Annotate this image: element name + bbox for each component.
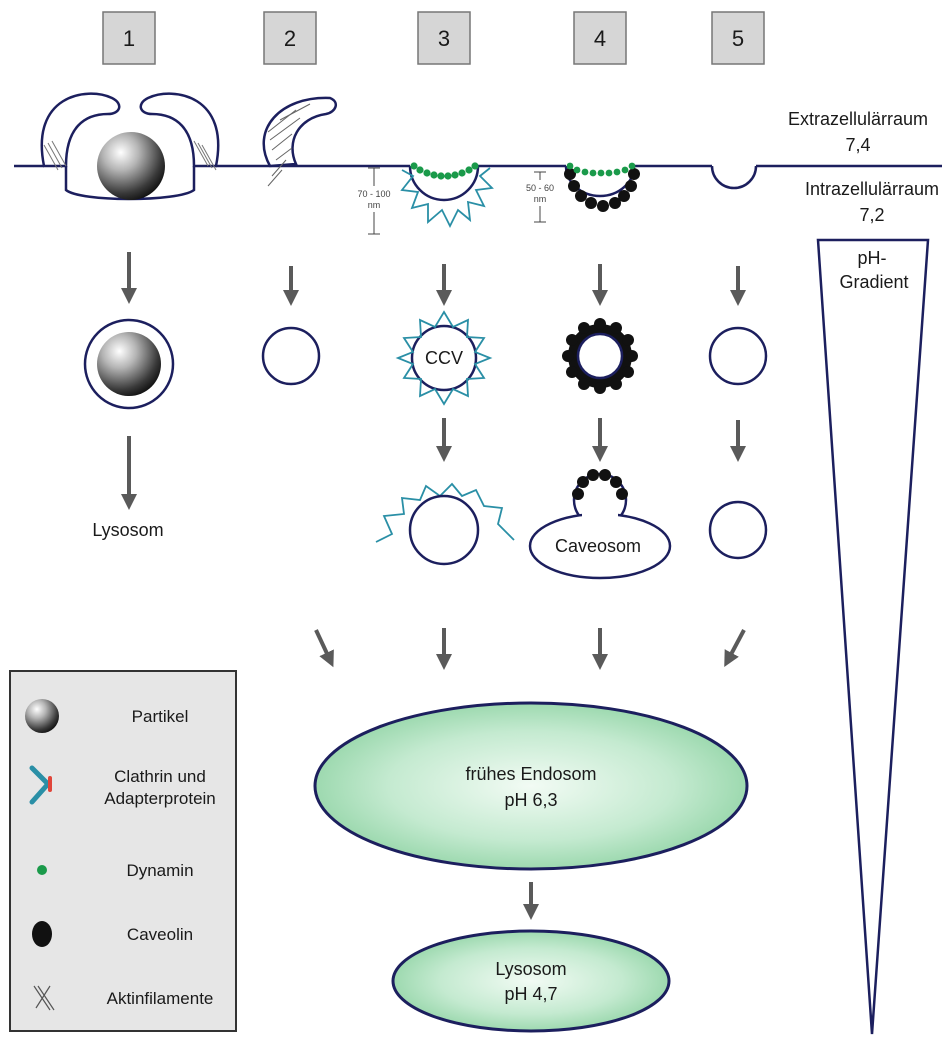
caveola	[564, 162, 640, 212]
legend-dynamin-label: Dynamin	[126, 861, 193, 880]
early-endosome-label: frühes Endosom	[465, 764, 596, 784]
legend-actin-label: Aktinfilamente	[107, 989, 214, 1008]
caveosome	[528, 469, 672, 580]
macropinosome	[261, 326, 321, 386]
legend-item-clathrin: Clathrin und Adapterprotein	[29, 765, 216, 808]
clathrin-pit-size-unit: nm	[368, 200, 381, 210]
actin-filament-icon	[33, 985, 55, 1011]
caveolar-vesicle	[562, 318, 638, 394]
pathway-number-3: 3	[438, 26, 450, 51]
dynamin-icon	[37, 865, 47, 875]
pathway-number-box-1: 1	[102, 11, 156, 65]
ccv-label: CCV	[425, 348, 463, 368]
pathway-number-box-3: 3	[417, 11, 471, 65]
pathway-number-2: 2	[284, 26, 296, 51]
arrow-converge-2	[314, 629, 334, 668]
legend-item-particle: Partikel	[25, 699, 188, 733]
particle-icon	[25, 699, 59, 733]
pathway-number-box-5: 5	[711, 11, 765, 65]
actin-filaments-left	[43, 140, 217, 171]
legend-clathrin-label-line1: Clathrin und	[114, 767, 206, 786]
legend-clathrin-label-line2: Adapterprotein	[104, 789, 216, 808]
lysosome	[391, 929, 671, 1033]
lysosome-label: Lysosom	[495, 959, 566, 979]
extracellular-ph: 7,4	[845, 135, 870, 155]
caveosome-label: Caveosom	[555, 536, 641, 556]
caveolae-size-value: 50 - 60	[526, 183, 554, 193]
lysosome-ph: pH 4,7	[504, 984, 557, 1004]
pathway-number-box-4: 4	[573, 11, 627, 65]
early-endosome	[313, 701, 749, 871]
arrow-converge-5	[724, 629, 746, 668]
gradient-label-line2: Gradient	[839, 272, 908, 292]
clathrin-adapter-icon	[29, 765, 52, 805]
caveolin-icon	[32, 921, 52, 947]
uncoating-vesicle	[375, 482, 515, 566]
legend-item-dynamin: Dynamin	[37, 861, 194, 880]
pathway-number-5: 5	[732, 26, 744, 51]
independent-invagination	[710, 165, 758, 190]
legend-caveolin-label: Caveolin	[127, 925, 193, 944]
macropinocytosis-ruffle	[262, 96, 338, 187]
pathway-number-4: 4	[594, 26, 606, 51]
clathrin-coated-pit	[400, 162, 494, 229]
independent-vesicle-a	[708, 326, 768, 386]
ph-gradient-wedge	[816, 238, 930, 1035]
particle-engulfed	[97, 132, 165, 200]
independent-vesicle-b	[708, 500, 768, 560]
legend: Partikel Clathrin und Adapterprotein Dyn…	[9, 670, 237, 1032]
legend-particle-label: Partikel	[132, 707, 189, 726]
early-endosome-ph: pH 6,3	[504, 790, 557, 810]
legend-item-caveolin: Caveolin	[32, 921, 193, 947]
clathrin-coated-vesicle	[395, 310, 493, 406]
intracellular-ph: 7,2	[859, 205, 884, 225]
extracellular-label: Extrazellulärraum	[788, 109, 928, 129]
clathrin-pit-size-value: 70 - 100	[357, 189, 390, 199]
pathway1-lysosome-label: Lysosom	[92, 520, 163, 540]
pathway-number-1: 1	[123, 26, 135, 51]
intracellular-label: Intrazellulärraum	[805, 179, 939, 199]
phagocytosis-cup	[40, 92, 220, 201]
pathway-number-box-2: 2	[263, 11, 317, 65]
phagosome	[83, 318, 175, 410]
gradient-label-line1: pH-	[857, 248, 886, 268]
legend-item-actin: Aktinfilamente	[33, 985, 214, 1011]
caveolae-size-unit: nm	[534, 194, 547, 204]
